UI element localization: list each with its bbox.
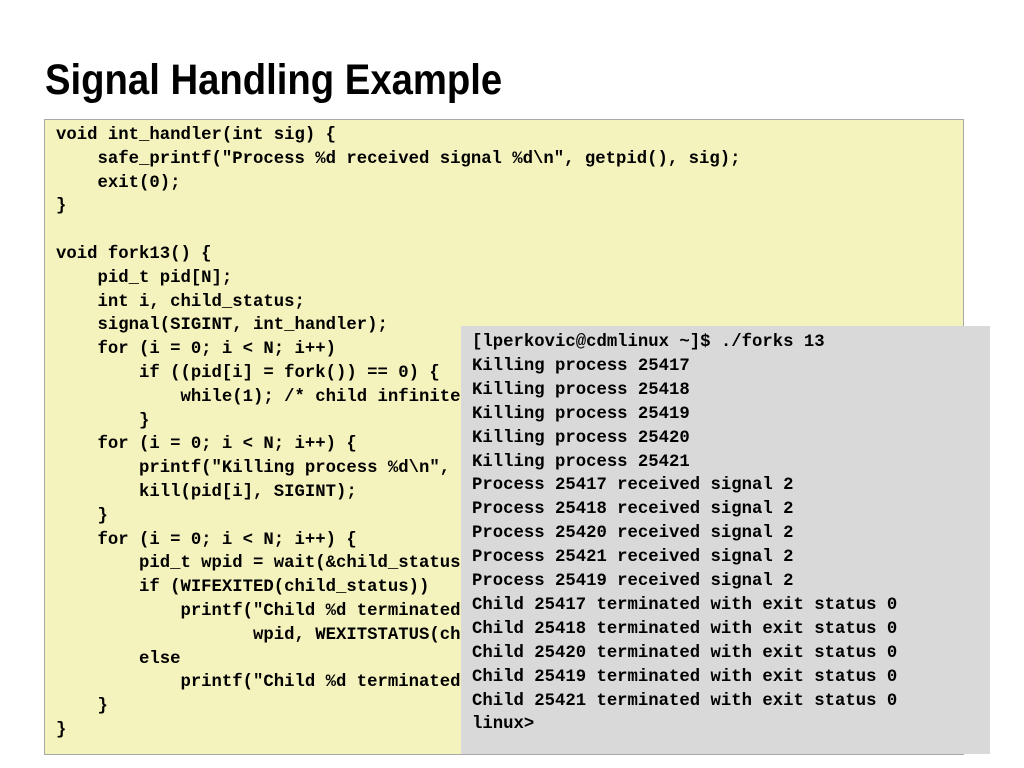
- terminal-line: Killing process 25420: [472, 428, 690, 448]
- terminal-line: Child 25418 terminated with exit status …: [472, 619, 898, 639]
- terminal-line: Process 25419 received signal 2: [472, 572, 794, 591]
- terminal-line: [lperkovic@cdmlinux ~]$ ./forks 13: [472, 333, 825, 352]
- code-line: exit(0);: [56, 173, 181, 193]
- code-line: else: [56, 649, 181, 669]
- code-line: signal(SIGINT, int_handler);: [56, 316, 388, 336]
- terminal-line: Process 25417 received signal 2: [472, 476, 794, 496]
- terminal-line: Process 25418 received signal 2: [472, 500, 794, 520]
- code-line: if ((pid[i] = fork()) == 0) {: [56, 364, 440, 383]
- code-line: }: [56, 411, 150, 431]
- code-line: for (i = 0; i < N; i++): [56, 340, 337, 360]
- code-line: for (i = 0; i < N; i++) {: [56, 435, 357, 455]
- terminal-line: Child 25417 terminated with exit status …: [472, 595, 898, 615]
- terminal-line: Killing process 25419: [472, 404, 690, 424]
- terminal-line: Child 25420 terminated with exit status …: [472, 643, 898, 663]
- code-line: }: [56, 697, 108, 717]
- terminal-output: [lperkovic@cdmlinux ~]$ ./forks 13 Killin…: [461, 326, 990, 754]
- terminal-line: Process 25421 received signal 2: [472, 548, 794, 568]
- code-line: }: [56, 506, 108, 526]
- slide-title: Signal Handling Example: [45, 56, 503, 104]
- code-line: void int_handler(int sig) {: [56, 126, 337, 145]
- terminal-line: Child 25421 terminated with exit status …: [472, 691, 898, 711]
- terminal-line: Killing process 25418: [472, 380, 690, 400]
- terminal-line: Child 25419 terminated with exit status …: [472, 667, 898, 687]
- code-line: safe_printf("Process %d received signal …: [56, 149, 741, 169]
- terminal-line: Killing process 25417: [472, 356, 690, 376]
- terminal-line: Process 25420 received signal 2: [472, 524, 794, 544]
- code-line: }: [56, 197, 67, 217]
- code-line: kill(pid[i], SIGINT);: [56, 483, 357, 502]
- code-line: void fork13() {: [56, 245, 212, 264]
- code-line: }: [56, 721, 67, 740]
- code-line: for (i = 0; i < N; i++) {: [56, 530, 357, 550]
- code-line: int i, child_status;: [56, 292, 305, 312]
- code-line: if (WIFEXITED(child_status)): [56, 578, 430, 598]
- terminal-line: Killing process 25421: [472, 452, 690, 472]
- code-line: pid_t pid[N];: [56, 268, 233, 288]
- code-line: pid_t wpid = wait(&child_status);: [56, 554, 482, 574]
- terminal-line: linux>: [472, 715, 535, 735]
